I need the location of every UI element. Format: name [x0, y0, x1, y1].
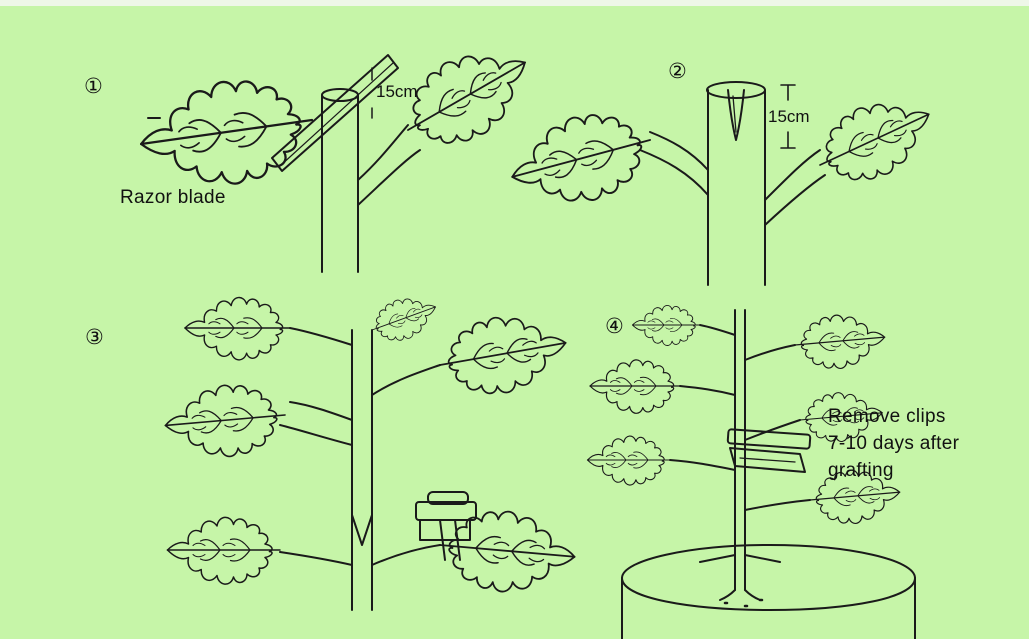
- panel-2-stem: [708, 90, 765, 285]
- panel-3-top-right-leaf: [365, 288, 442, 349]
- remove-clips-line-2: 7-10 days after: [828, 432, 959, 455]
- panel-1-stem: [322, 95, 358, 272]
- panel-3-mid-left-leaf: [162, 380, 288, 461]
- panel-3-top-left-leaf: [185, 298, 290, 360]
- panel-1-number: ①: [84, 75, 103, 97]
- remove-clips-line-1: Remove clips: [828, 405, 946, 428]
- panel-3-joined-plant: [162, 288, 577, 610]
- panel-4-pot-rim: [622, 545, 915, 578]
- panel-1-left-leaf: [134, 70, 319, 195]
- panel-4-graft-clip: [728, 429, 811, 472]
- razor-blade-shape: [272, 55, 398, 171]
- panel-2-measure: 15cm: [768, 107, 810, 127]
- panel-3-low-left-leaf: [168, 517, 281, 584]
- panel-2-right-leaf: [805, 83, 944, 198]
- panel-3-number: ③: [85, 326, 104, 348]
- razor-blade-label: Razor blade: [120, 186, 226, 209]
- panel-2-number: ②: [668, 60, 687, 82]
- panel-4-number: ④: [605, 315, 624, 337]
- panel-2-left-leaf: [502, 100, 662, 219]
- panel-1-cut-stem: [134, 29, 545, 272]
- panel-1-measure: 15cm: [376, 82, 418, 102]
- panel-3-stem: [352, 330, 372, 610]
- panel-2-wedge-stem: [502, 82, 945, 285]
- remove-clips-line-3: grafting: [828, 459, 894, 482]
- panel-3-mid-right-leaf: [434, 306, 573, 403]
